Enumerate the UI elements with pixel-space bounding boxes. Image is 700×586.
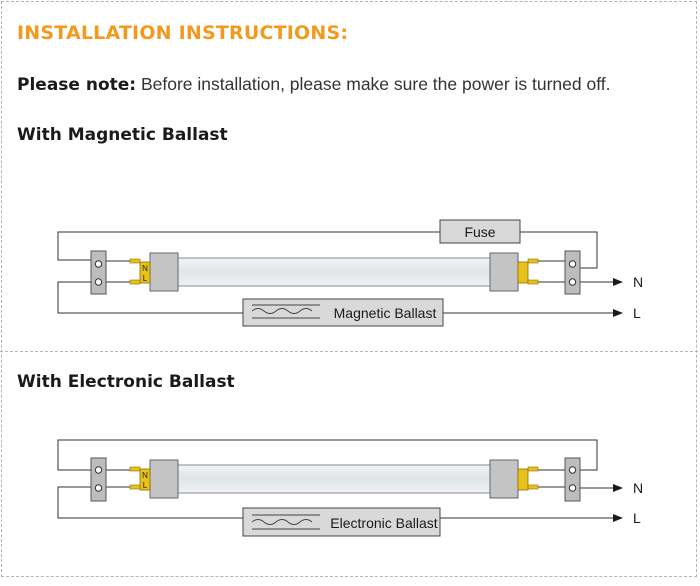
left-pin-top <box>129 466 141 472</box>
installation-note: Please note: Before installation, please… <box>17 74 611 95</box>
left-pin-bottom <box>129 484 141 490</box>
page-frame <box>1 1 697 577</box>
left-end-cap <box>149 459 179 499</box>
magnetic-ballast-label: Magnetic Ballast <box>334 305 437 321</box>
pin-l-label: L <box>143 481 148 490</box>
right-pin-plate <box>517 468 529 491</box>
left-pin-top <box>129 258 141 264</box>
fuse-label: Fuse <box>464 224 495 240</box>
electronic-ballast: Electronic Ballast <box>242 507 441 537</box>
right-terminal-block <box>564 457 581 502</box>
left-pin-plate <box>139 468 151 491</box>
right-end-cap <box>489 459 519 499</box>
magnetic-ballast: Magnetic Ballast <box>242 298 444 327</box>
section-divider <box>0 351 698 352</box>
pin-n-label: N <box>142 264 148 273</box>
right-end-cap <box>489 252 519 292</box>
right-terminal-block <box>564 250 581 295</box>
note-label: Please note: <box>17 75 137 95</box>
magnetic-output-n: N <box>633 274 643 290</box>
electronic-section-title: With Electronic Ballast <box>17 372 235 392</box>
left-terminal-block <box>90 250 107 295</box>
right-pin-bottom <box>527 484 539 490</box>
led-tube: N L <box>129 459 539 499</box>
note-text: Before installation, please make sure th… <box>140 74 611 94</box>
pin-l-label: L <box>143 274 148 283</box>
coil-wave-icon <box>251 308 313 314</box>
left-pin-bottom <box>129 279 141 285</box>
electronic-output-l: L <box>633 510 641 526</box>
left-terminal-block <box>90 457 107 502</box>
right-pin-plate <box>517 261 529 284</box>
electronic-ballast-label: Electronic Ballast <box>330 515 437 531</box>
fuse: Fuse <box>439 219 521 244</box>
wire-bottom-left <box>57 281 243 314</box>
electronic-wiring <box>57 439 623 522</box>
wire-bottom-left <box>57 486 243 519</box>
pin-n-label: N <box>142 471 148 480</box>
right-pin-top <box>527 258 539 264</box>
coil-wave-icon <box>251 519 313 525</box>
wire-top-left <box>57 231 440 261</box>
magnetic-output-l: L <box>633 305 641 321</box>
left-pin-plate <box>139 261 151 284</box>
wire-top-right <box>520 231 598 269</box>
magnetic-section-title: With Magnetic Ballast <box>17 125 228 145</box>
right-pin-top <box>527 466 539 472</box>
right-pin-bottom <box>527 279 539 285</box>
led-tube: N L <box>129 252 539 292</box>
wire-top-loop <box>57 439 598 471</box>
electronic-output-n: N <box>633 480 643 496</box>
page-heading: INSTALLATION INSTRUCTIONS: <box>17 22 349 44</box>
